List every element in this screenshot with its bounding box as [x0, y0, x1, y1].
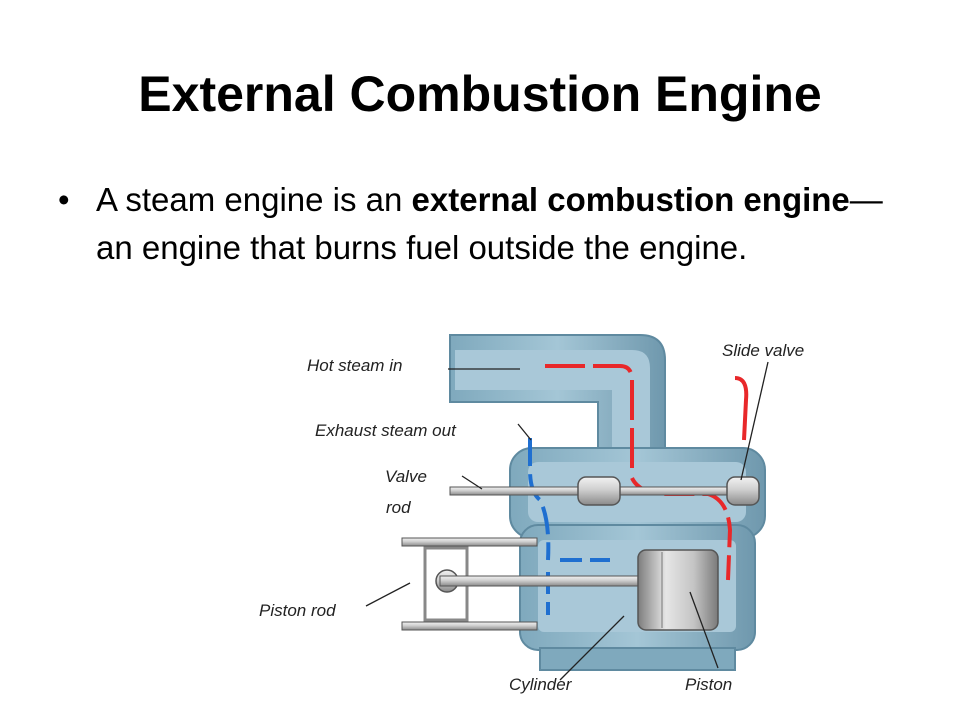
- guide-rail-bottom: [401, 621, 538, 631]
- leader-exhaust-steam-out: [517, 423, 532, 441]
- leader-slide-valve: [740, 361, 769, 481]
- leader-valve-rod: [461, 475, 483, 490]
- label-exhaust-steam-out: Exhaust steam out: [315, 421, 457, 440]
- guide-rail-top: [401, 537, 538, 547]
- label-rod: rod: [386, 498, 411, 517]
- exhaust-steam-path: [528, 438, 551, 561]
- label-piston-rod: Piston rod: [259, 601, 336, 620]
- slide-title: External Combustion Engine: [138, 66, 822, 122]
- leader-piston: [689, 591, 719, 669]
- leader-cylinder: [559, 615, 625, 681]
- bullet-text-before: A steam engine is an: [96, 181, 412, 218]
- leader-piston-rod: [365, 582, 411, 607]
- bullet-bold-term: external combustion engine: [411, 181, 850, 218]
- hot-steam-path: [545, 364, 634, 470]
- hot-steam-path-3: [734, 376, 749, 441]
- inlet-pipe-inner: [455, 350, 650, 455]
- bullet-marker: •: [58, 181, 70, 218]
- label-slide-valve: Slide valve: [722, 341, 804, 360]
- label-hot-steam-in: Hot steam in: [307, 356, 402, 375]
- cylinder-base: [539, 647, 736, 671]
- label-piston: Piston: [685, 675, 732, 694]
- label-valve: Valve: [385, 467, 427, 486]
- slide-valve-right: [726, 476, 760, 506]
- slide-valve-left: [577, 476, 621, 506]
- piston: [637, 549, 719, 631]
- label-cylinder: Cylinder: [509, 675, 573, 694]
- piston-rod: [439, 575, 641, 587]
- bullet-text-after: —an engine that burns fuel outside the e…: [96, 181, 883, 266]
- bullet-text: A steam engine is an external combustion…: [96, 176, 886, 272]
